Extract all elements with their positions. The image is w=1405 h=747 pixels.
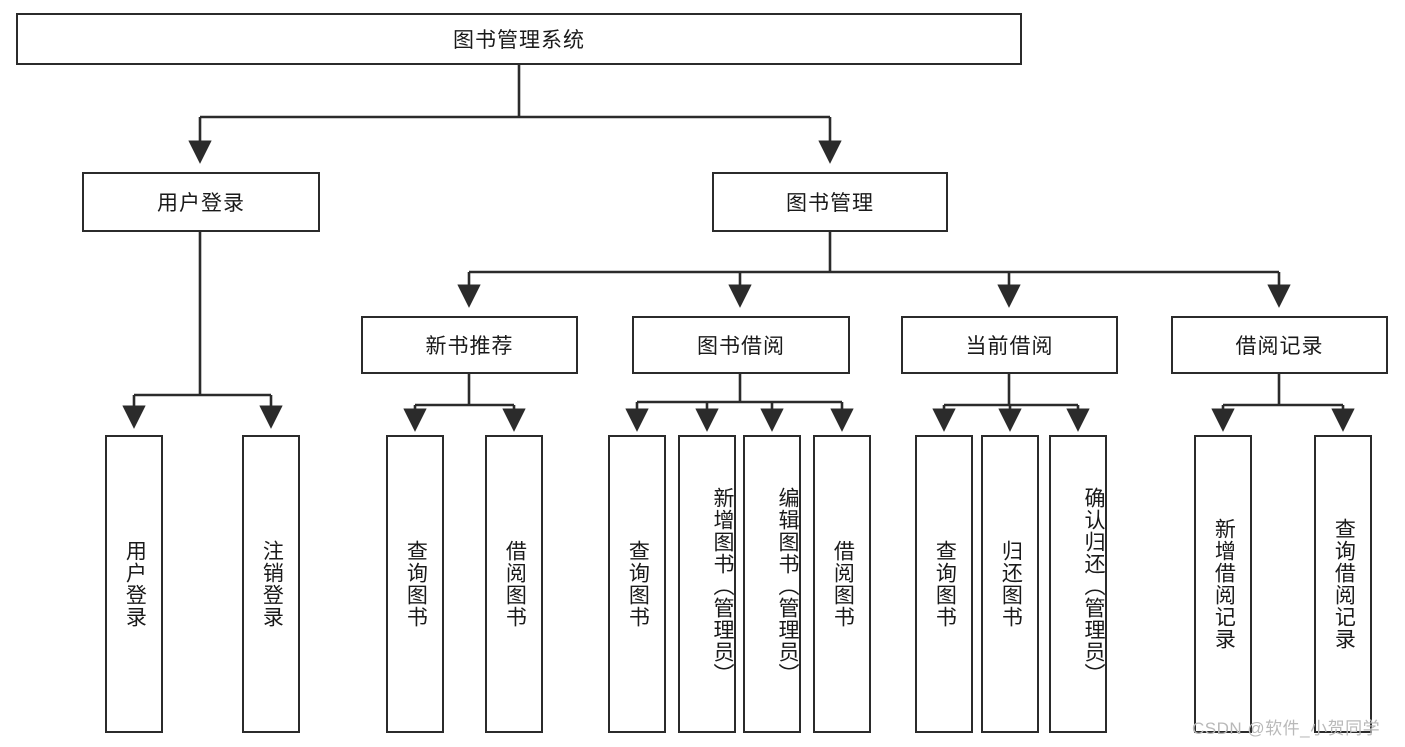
node-label: 借阅图书 <box>503 540 527 628</box>
node-leaf-new-book-query-book[interactable]: 查询图书 <box>386 435 444 733</box>
node-label: 用户登录 <box>123 540 147 628</box>
node-label: 借阅图书 <box>831 540 855 628</box>
node-label: 当前借阅 <box>965 335 1054 358</box>
node-book-borrow[interactable]: 图书借阅 <box>632 316 850 374</box>
node-leaf-book-borrow-query-book[interactable]: 查询图书 <box>608 435 666 733</box>
node-root-book-management-system[interactable]: 图书管理系统 <box>16 13 1022 65</box>
node-label: 查询图书 <box>933 540 957 628</box>
node-label: 用户登录 <box>157 192 245 215</box>
node-label: 新书推荐 <box>425 335 514 358</box>
node-label: 新增借阅记录 <box>1212 518 1236 650</box>
node-current-borrow[interactable]: 当前借阅 <box>901 316 1118 374</box>
node-leaf-book-borrow-add-book-admin[interactable]: 新增图书（管理员） <box>678 435 736 733</box>
node-leaf-user-login-signout[interactable]: 注销登录 <box>242 435 300 733</box>
node-label: 注销登录 <box>260 540 284 628</box>
node-label: 图书借阅 <box>697 335 785 358</box>
node-leaf-current-borrow-return-book[interactable]: 归还图书 <box>981 435 1039 733</box>
node-book-management[interactable]: 图书管理 <box>712 172 948 232</box>
node-label: 查询图书 <box>404 540 428 628</box>
watermark: CSDN @软件_小贺同学 <box>1192 719 1381 738</box>
node-leaf-user-login-signin[interactable]: 用户登录 <box>105 435 163 733</box>
node-label: 查询图书 <box>626 540 650 628</box>
node-leaf-borrow-record-query-record[interactable]: 查询借阅记录 <box>1314 435 1372 733</box>
node-label: 借阅记录 <box>1235 335 1324 358</box>
node-label: 新增图书（管理员） <box>711 487 734 685</box>
node-label: 归还图书 <box>999 540 1023 628</box>
node-leaf-current-borrow-query-book[interactable]: 查询图书 <box>915 435 973 733</box>
node-leaf-book-borrow-borrow-book[interactable]: 借阅图书 <box>813 435 871 733</box>
node-label: 图书管理系统 <box>453 29 585 52</box>
node-label: 编辑图书（管理员） <box>776 487 799 685</box>
node-leaf-new-book-borrow-book[interactable]: 借阅图书 <box>485 435 543 733</box>
node-borrow-record[interactable]: 借阅记录 <box>1171 316 1388 374</box>
node-new-book-recommend[interactable]: 新书推荐 <box>361 316 578 374</box>
node-leaf-book-borrow-edit-book-admin[interactable]: 编辑图书（管理员） <box>743 435 801 733</box>
node-label: 图书管理 <box>786 192 874 215</box>
node-leaf-borrow-record-add-record[interactable]: 新增借阅记录 <box>1194 435 1252 733</box>
node-leaf-current-borrow-confirm-return-admin[interactable]: 确认归还（管理员） <box>1049 435 1107 733</box>
node-user-login[interactable]: 用户登录 <box>82 172 320 232</box>
node-label: 查询借阅记录 <box>1332 518 1356 650</box>
node-label: 确认归还（管理员） <box>1082 487 1105 685</box>
